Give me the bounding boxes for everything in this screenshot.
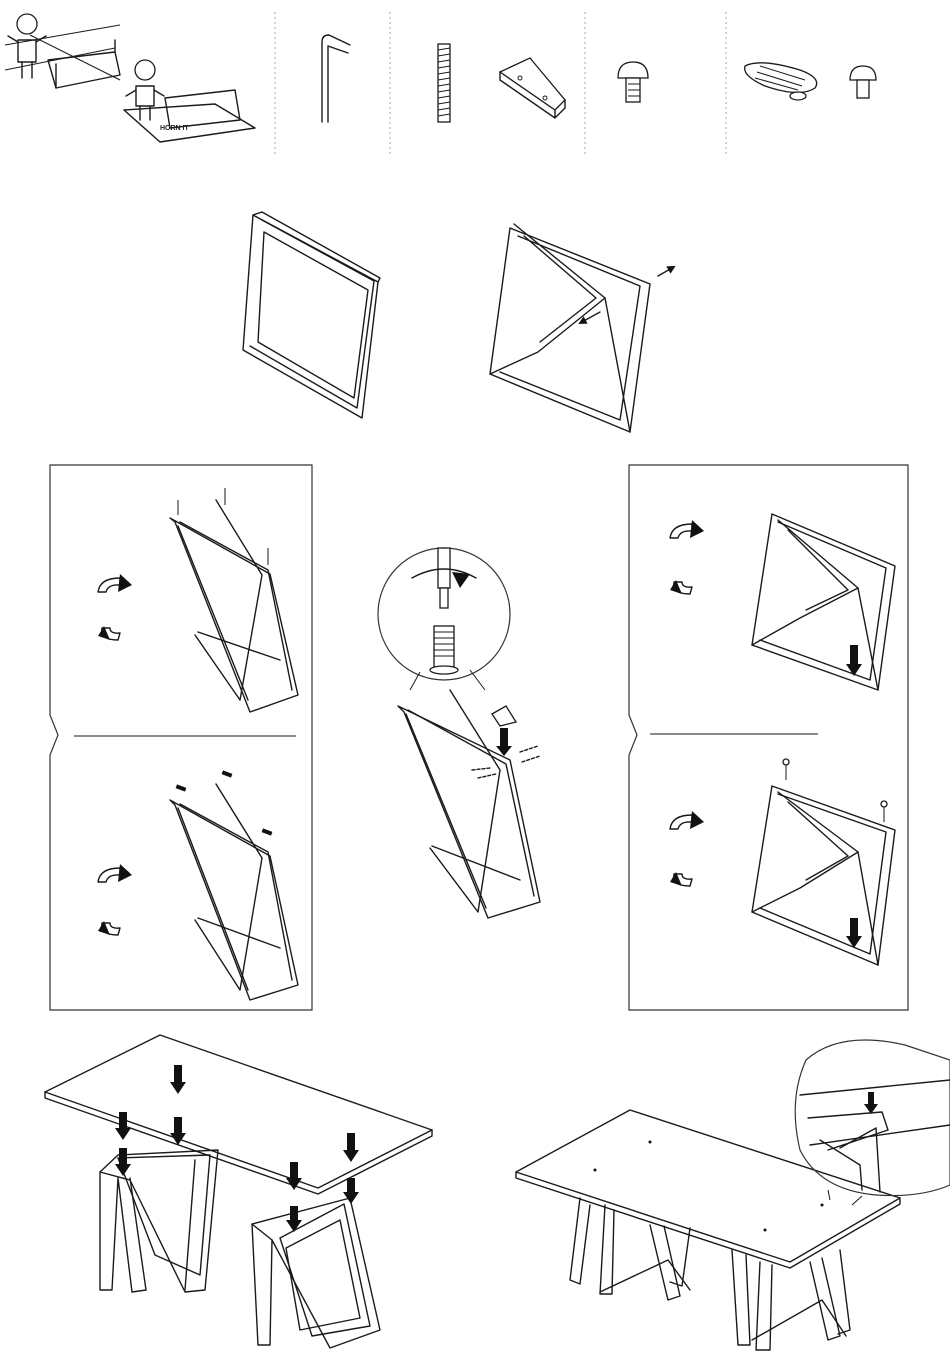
two-person-warning: HORN IT xyxy=(5,14,255,142)
corner-bracket-icon xyxy=(500,58,565,118)
push-diagonal-down-step xyxy=(670,514,895,690)
insert-top-bolts-step xyxy=(98,488,298,712)
rotate-cw-icon-3 xyxy=(670,524,692,538)
insert-top-caps-step xyxy=(98,770,298,1000)
arrow-out-icon xyxy=(658,268,672,276)
screw-rod-into-insert-step xyxy=(378,548,540,918)
felt-glide-icon xyxy=(745,63,817,100)
rotate-cw-icon xyxy=(98,578,120,592)
left-step-panel xyxy=(50,465,312,1010)
small-cap-bolt-icon xyxy=(850,66,876,98)
right-step-panel xyxy=(629,465,908,1010)
rotate-cw-icon-2 xyxy=(98,868,120,882)
rectangular-frame-step xyxy=(243,212,380,418)
threaded-rod-icon xyxy=(438,44,450,122)
brand-label: HORN IT xyxy=(160,125,190,132)
allen-key-icon xyxy=(322,35,350,122)
place-tabletop-step xyxy=(45,1035,432,1348)
folded-diamond-frame-step xyxy=(490,224,672,432)
rotate-cw-icon-4 xyxy=(670,815,692,829)
finished-table-step xyxy=(516,1040,950,1350)
bolt-diagonal-frame-step xyxy=(670,759,895,965)
mushroom-bolt-icon xyxy=(618,62,648,102)
